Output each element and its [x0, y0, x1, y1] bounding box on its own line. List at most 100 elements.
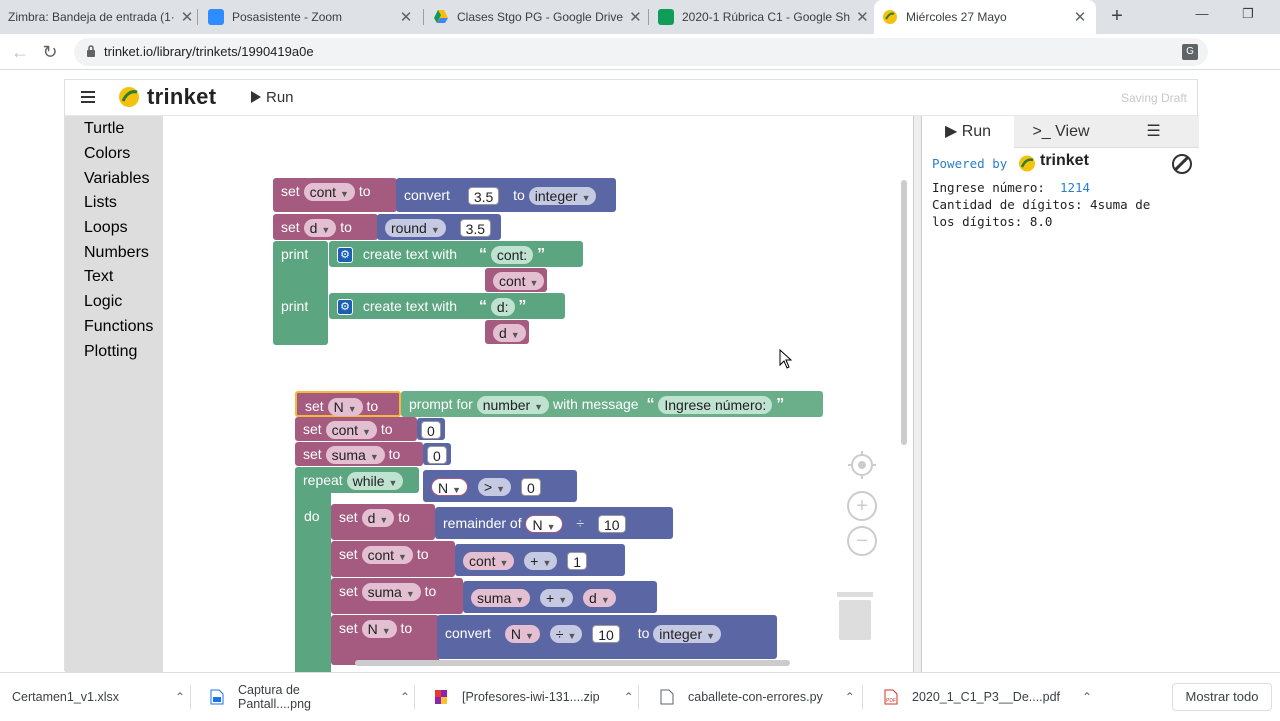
workspace-vertical-scrollbar[interactable]	[901, 180, 907, 445]
toolbox-category-plotting[interactable]: Plotting	[84, 343, 138, 360]
reload-icon[interactable]: ↻	[42, 42, 58, 62]
chevron-up-icon[interactable]: ⌃	[623, 690, 634, 704]
show-all-downloads-button[interactable]: Mostrar todo	[1172, 683, 1272, 711]
run-button[interactable]: Run	[251, 89, 294, 106]
close-icon[interactable]: ✕	[856, 9, 869, 26]
center-workspace-icon[interactable]	[847, 450, 877, 480]
text-field[interactable]: cont:	[490, 246, 534, 265]
toolbox-category-functions[interactable]: Functions	[84, 318, 154, 335]
toolbox-category-text[interactable]: Text	[84, 268, 114, 285]
number-block[interactable]: 0	[417, 418, 445, 440]
create-text-block[interactable]: ⚙ create text with “ d: ”	[329, 293, 565, 319]
browser-tab-google-drive[interactable]: Clases Stgo PG - Google Drive ✕	[425, 0, 647, 34]
number-field[interactable]: 10	[592, 625, 620, 644]
prompt-block[interactable]: prompt for number▼ with message “ Ingres…	[401, 391, 823, 417]
variable-dropdown[interactable]: suma▼	[325, 446, 385, 465]
back-arrow-icon[interactable]: ←	[11, 42, 29, 62]
close-icon[interactable]: ✕	[629, 9, 642, 26]
arithmetic-block[interactable]: cont▼ +▼ 1	[455, 544, 625, 576]
close-icon[interactable]: ✕	[180, 9, 194, 26]
download-item[interactable]: PDF 2020_1_C1_P3__De....pdf ⌃	[884, 673, 1092, 721]
new-tab-button[interactable]: +	[1111, 5, 1123, 27]
convert-block[interactable]: convert N▼ ÷▼ 10 to integer▼	[437, 615, 777, 659]
tab-list[interactable]: ☰	[1108, 116, 1199, 148]
set-variable-block[interactable]: set cont▼ to	[331, 541, 455, 577]
round-dropdown[interactable]: round▼	[385, 219, 446, 238]
download-item[interactable]: Certamen1_v1.xlsx ⌃	[12, 673, 186, 721]
variable-dropdown[interactable]: d▼	[583, 589, 616, 608]
toolbox-category-lists[interactable]: Lists	[84, 194, 117, 211]
number-field[interactable]: 0	[427, 446, 447, 465]
variable-dropdown[interactable]: N▼	[327, 398, 363, 417]
set-variable-block[interactable]: set suma▼ to	[295, 442, 423, 466]
toolbox-category-logic[interactable]: Logic	[84, 293, 123, 310]
operator-dropdown[interactable]: ÷▼	[549, 625, 583, 644]
close-icon[interactable]: ✕	[399, 9, 413, 26]
toolbox-category-loops[interactable]: Loops	[84, 219, 128, 236]
set-variable-block[interactable]: set d▼ to	[273, 214, 378, 240]
minimize-button[interactable]: —	[1195, 6, 1209, 21]
number-field[interactable]: 3.5	[459, 219, 492, 238]
text-field[interactable]: Ingrese número:	[658, 396, 773, 415]
round-block[interactable]: round▼ 3.5	[377, 214, 501, 240]
chevron-up-icon[interactable]: ⌃	[1082, 690, 1093, 704]
set-variable-block[interactable]: set d▼ to	[331, 504, 435, 540]
tab-view[interactable]: >_ View	[1014, 116, 1108, 148]
blockly-workspace[interactable]: set cont▼ to convert 3.5 to integer▼ set…	[163, 116, 913, 707]
variable-dropdown[interactable]: N▼	[525, 515, 563, 534]
set-variable-block[interactable]: set cont▼ to	[273, 178, 397, 212]
arithmetic-block[interactable]: suma▼ +▼ d▼	[463, 581, 657, 613]
variable-dropdown[interactable]: cont▼	[463, 552, 515, 571]
text-field[interactable]: d:	[490, 298, 515, 317]
variable-getter-block[interactable]: d▼	[485, 320, 529, 344]
operator-dropdown[interactable]: +▼	[524, 552, 558, 571]
set-variable-block[interactable]: set N▼ to	[295, 391, 401, 417]
browser-tab-trinket[interactable]: Miércoles 27 Mayo ✕	[874, 0, 1096, 34]
hamburger-menu-icon[interactable]	[81, 91, 95, 103]
chevron-up-icon[interactable]: ⌃	[844, 690, 855, 704]
toolbox-category-turtle[interactable]: Turtle	[84, 120, 125, 137]
restore-button[interactable]: ❐	[1242, 6, 1254, 21]
gear-icon[interactable]: ⚙	[337, 299, 353, 316]
variable-dropdown[interactable]: d▼	[493, 324, 526, 343]
variable-dropdown[interactable]: cont▼	[361, 546, 413, 565]
variable-dropdown[interactable]: cont▼	[303, 183, 355, 202]
number-field[interactable]: 3.5	[467, 187, 500, 206]
variable-dropdown[interactable]: N▼	[361, 620, 397, 639]
variable-dropdown[interactable]: d▼	[361, 509, 395, 528]
operator-dropdown[interactable]: +▼	[540, 589, 574, 608]
variable-dropdown[interactable]: N▼	[431, 478, 469, 497]
translate-icon[interactable]: G	[1182, 44, 1198, 60]
set-variable-block[interactable]: set N▼ to	[331, 615, 439, 665]
repeat-block-body[interactable]	[295, 467, 331, 707]
variable-dropdown[interactable]: cont▼	[493, 272, 545, 291]
browser-tab-zimbra[interactable]: Zimbra: Bandeja de entrada (1· ✕	[0, 0, 196, 34]
number-block[interactable]: 0	[423, 443, 451, 465]
type-dropdown[interactable]: integer▼	[653, 625, 722, 644]
repeat-while-block[interactable]: repeat while▼	[295, 467, 419, 493]
workspace-horizontal-scrollbar[interactable]	[355, 660, 790, 666]
tab-run[interactable]: ▶ Run	[922, 116, 1014, 148]
variable-dropdown[interactable]: N▼	[504, 625, 540, 644]
address-bar[interactable]: trinket.io/library/trinkets/1990419a0e G	[74, 38, 1208, 66]
close-icon[interactable]: ✕	[1073, 9, 1087, 26]
toolbox-category-colors[interactable]: Colors	[84, 145, 131, 162]
trash-icon[interactable]	[835, 590, 875, 642]
prompt-type-dropdown[interactable]: number▼	[476, 396, 550, 415]
number-field[interactable]: 10	[598, 515, 626, 534]
download-item[interactable]: Captura de Pantall....png ⌃	[210, 673, 410, 721]
variable-dropdown[interactable]: cont▼	[325, 421, 377, 440]
number-field[interactable]: 1	[567, 552, 588, 571]
zoom-in-icon[interactable]: +	[847, 491, 877, 521]
operator-dropdown[interactable]: >▼	[477, 478, 512, 497]
chevron-up-icon[interactable]: ⌃	[175, 690, 186, 704]
repeat-mode-dropdown[interactable]: while▼	[346, 472, 404, 491]
chevron-up-icon[interactable]: ⌃	[399, 690, 410, 704]
compare-block[interactable]: N▼ >▼ 0	[423, 470, 577, 502]
panel-divider[interactable]	[913, 116, 922, 672]
toolbox-category-numbers[interactable]: Numbers	[84, 244, 149, 261]
number-field[interactable]: 0	[520, 478, 541, 497]
browser-tab-google-sheets[interactable]: 2020-1 Rúbrica C1 - Google Sh ✕	[650, 0, 872, 34]
remainder-block[interactable]: remainder of N▼ ÷ 10	[435, 507, 673, 539]
download-item[interactable]: caballete-con-errores.py ⌃	[660, 673, 860, 721]
